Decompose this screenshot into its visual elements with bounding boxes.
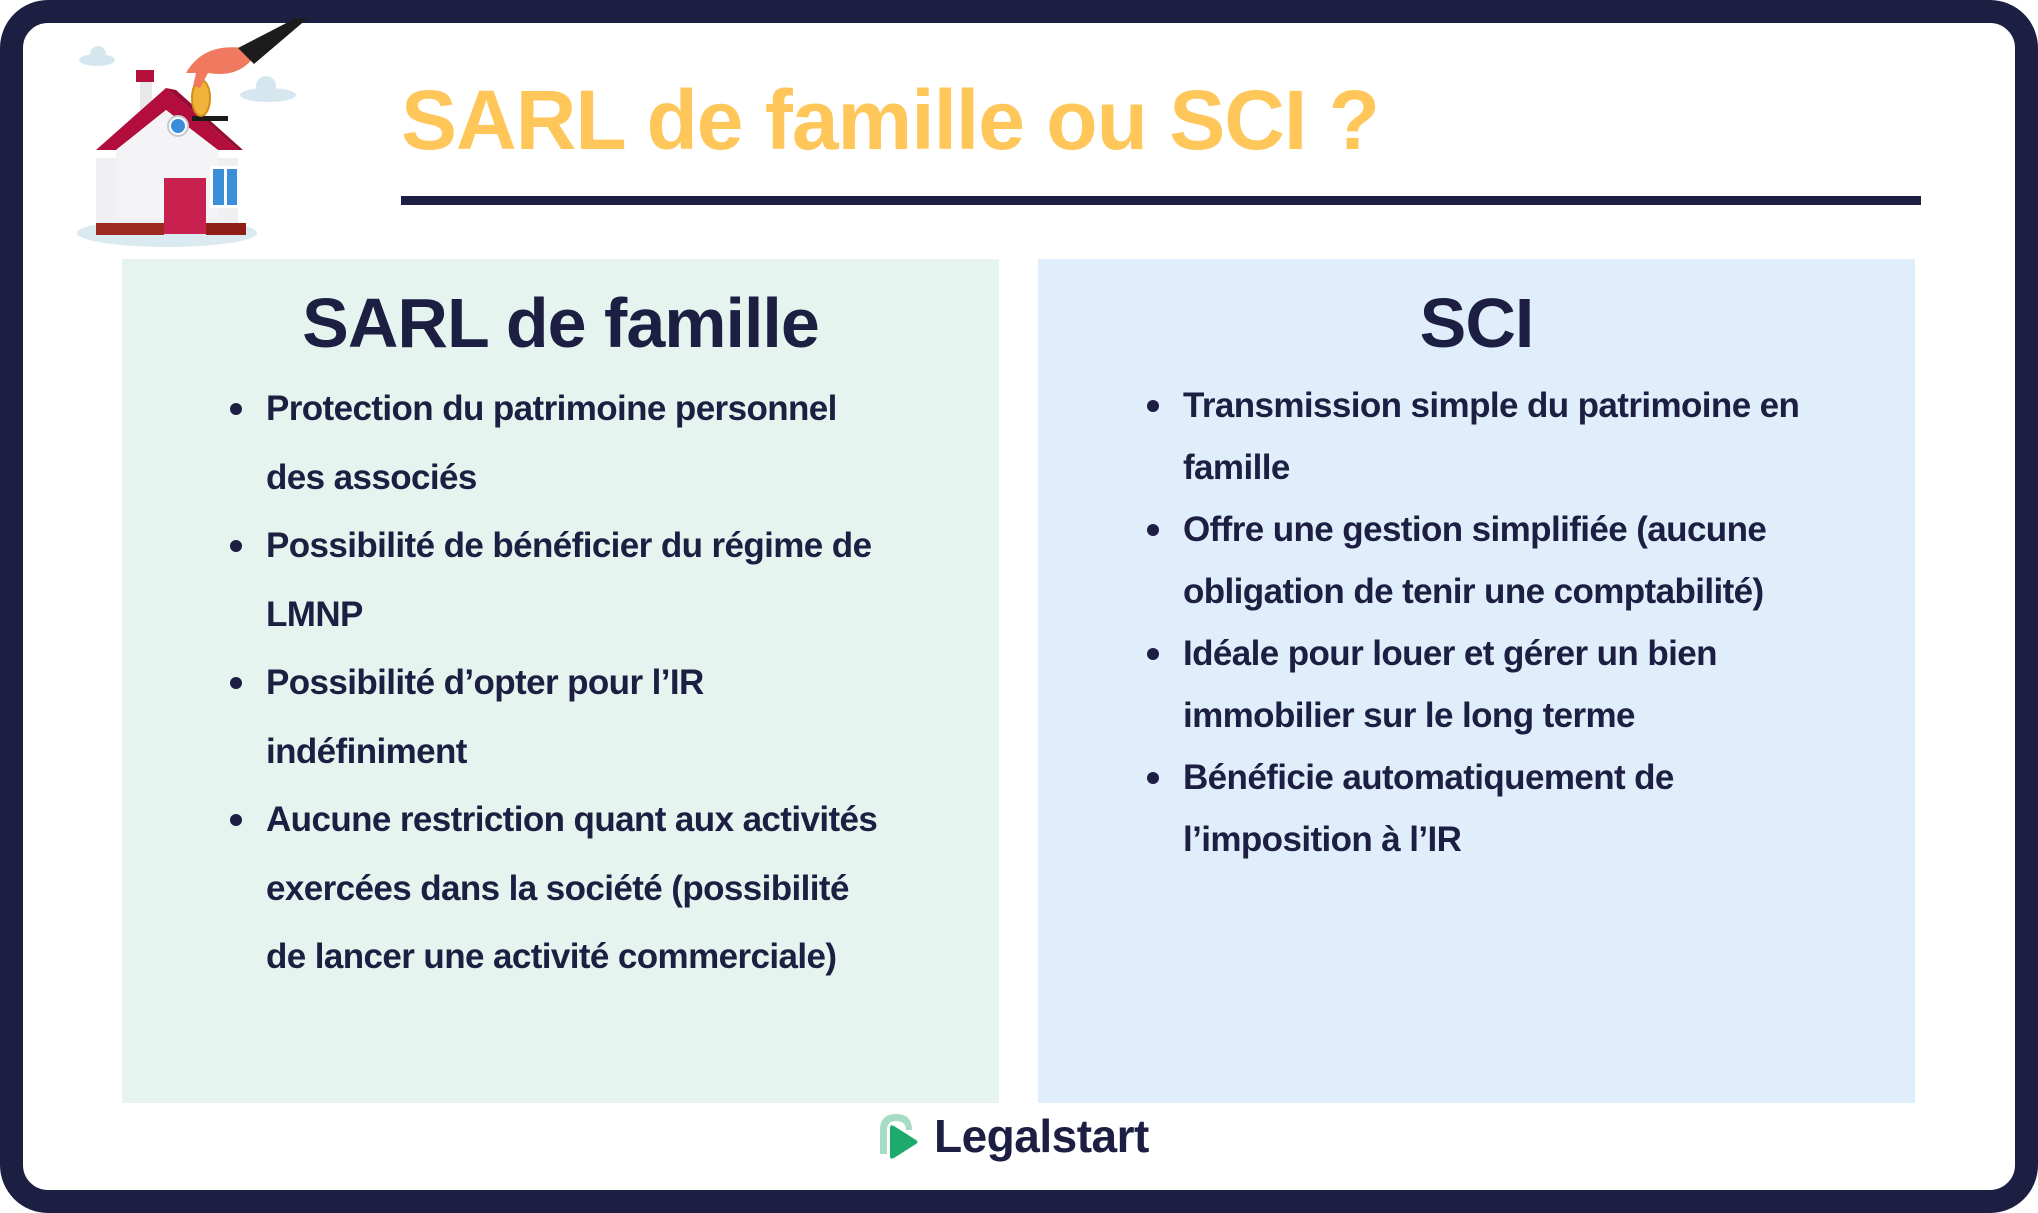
list-item: Possibilité de bénéficier du régime de L… (230, 512, 880, 649)
sci-heading: SCI (1419, 284, 1535, 362)
sarl-advantages-list: Protection du patrimoine personnel des a… (230, 375, 880, 992)
bullet-icon (230, 677, 242, 689)
list-item: Aucune restriction quant aux activités e… (230, 786, 880, 992)
title-divider (401, 196, 1921, 205)
bullet-icon (1147, 648, 1159, 660)
list-item: Bénéficie automatiquement de l’impositio… (1147, 747, 1847, 871)
sci-column: SCI Transmission simple du patrimoine en… (1038, 259, 1915, 1103)
list-item: Possibilité d’opter pour l’IR indéfinime… (230, 649, 880, 786)
list-item: Offre une gestion simplifiée (aucune obl… (1147, 499, 1847, 623)
list-item: Protection du patrimoine personnel des a… (230, 375, 880, 512)
legalstart-logo: Legalstart (876, 1106, 1149, 1166)
sarl-heading: SARL de famille (302, 284, 820, 362)
bullet-icon (1147, 772, 1159, 784)
bullet-icon (1147, 400, 1159, 412)
bullet-icon (230, 403, 242, 415)
sci-advantages-list: Transmission simple du patrimoine en fam… (1147, 375, 1847, 871)
list-item: Transmission simple du patrimoine en fam… (1147, 375, 1847, 499)
house-piggy-bank-icon (77, 18, 308, 247)
legalstart-play-logo-icon (880, 1114, 918, 1159)
sarl-column: SARL de famille Protection du patrimoine… (122, 259, 999, 1103)
bullet-icon (1147, 524, 1159, 536)
brand-name: Legalstart (934, 1110, 1149, 1162)
list-item: Idéale pour louer et gérer un bien immob… (1147, 623, 1847, 747)
bullet-icon (230, 814, 242, 826)
page-title: SARL de famille ou SCI ? (401, 73, 1380, 167)
bullet-icon (230, 540, 242, 552)
